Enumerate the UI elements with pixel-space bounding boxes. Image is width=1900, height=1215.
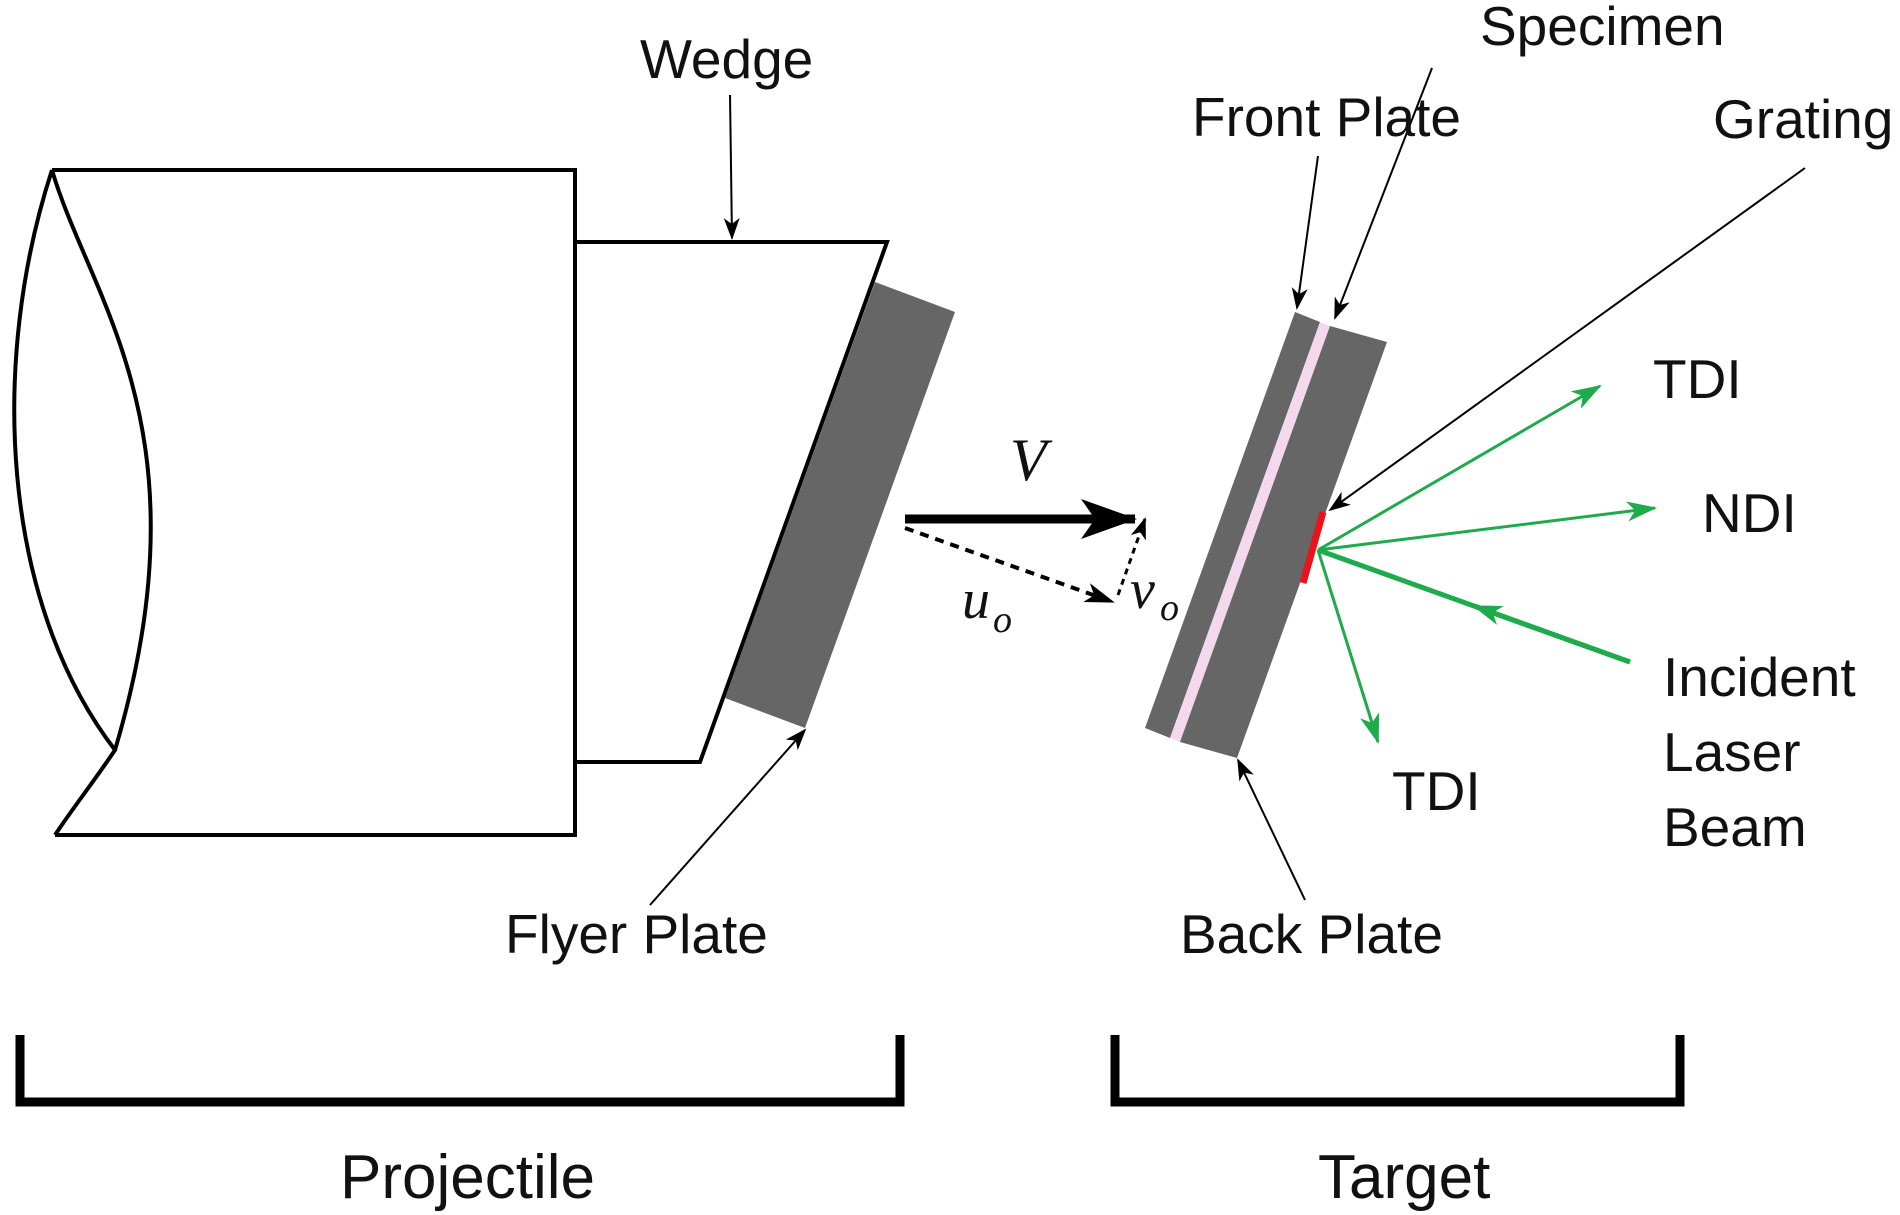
- projectile-bracket: [15, 1035, 905, 1107]
- target-label: Target: [1318, 1143, 1490, 1212]
- flyer-plate-label: Flyer Plate: [505, 903, 768, 965]
- grating-leader: [1328, 167, 1806, 512]
- svg-text:Laser: Laser: [1663, 721, 1801, 783]
- u-component-arrow: [904, 526, 1115, 604]
- u-o-symbol: u o: [962, 569, 1012, 641]
- target-bracket: [1110, 1035, 1685, 1107]
- svg-text:o: o: [993, 599, 1012, 641]
- specimen-label: Specimen: [1480, 0, 1725, 57]
- specimen-leader: [1334, 67, 1433, 320]
- back-plate: [1180, 326, 1387, 758]
- grating-label: Grating: [1713, 88, 1893, 150]
- projectile-curved-front: [12, 169, 118, 837]
- tdi-top-beam: [1317, 384, 1602, 552]
- wedge-label: Wedge: [640, 28, 813, 90]
- specimen: [1170, 322, 1330, 742]
- ndi-beam: [1317, 501, 1657, 552]
- grating: [1299, 511, 1327, 584]
- projectile-inner-curve: [50, 169, 153, 751]
- front-plate: [1145, 312, 1320, 738]
- v-component-arrow: [1116, 517, 1147, 596]
- projectile-body: [12, 168, 577, 837]
- tdi-bottom-beam: [1316, 549, 1380, 744]
- tdi-top-label: TDI: [1653, 348, 1742, 410]
- incident-beam-arrow: [1472, 603, 1631, 665]
- back-plate-label: Back Plate: [1180, 903, 1443, 965]
- front-plate-leader: [1291, 155, 1319, 310]
- svg-text:Incident: Incident: [1663, 646, 1856, 708]
- flyer-plate-leader: [649, 728, 807, 906]
- svg-text:v: v: [1130, 559, 1155, 621]
- velocity-symbol: V: [1010, 427, 1053, 493]
- back-plate-leader: [1237, 758, 1306, 901]
- svg-text:o: o: [1160, 587, 1179, 629]
- tdi-bottom-label: TDI: [1392, 760, 1481, 822]
- wedge: [575, 240, 890, 764]
- ndi-label: NDI: [1702, 482, 1797, 544]
- incident-laser-beam-label: Incident Laser Beam: [1663, 646, 1856, 858]
- wedge-leader: [723, 94, 740, 240]
- v-o-symbol: v o: [1130, 559, 1179, 629]
- flyer-plate: [725, 282, 955, 728]
- projectile-label: Projectile: [340, 1143, 595, 1212]
- svg-text:u: u: [962, 569, 990, 631]
- svg-text:Beam: Beam: [1663, 796, 1807, 858]
- front-plate-label: Front Plate: [1192, 86, 1461, 148]
